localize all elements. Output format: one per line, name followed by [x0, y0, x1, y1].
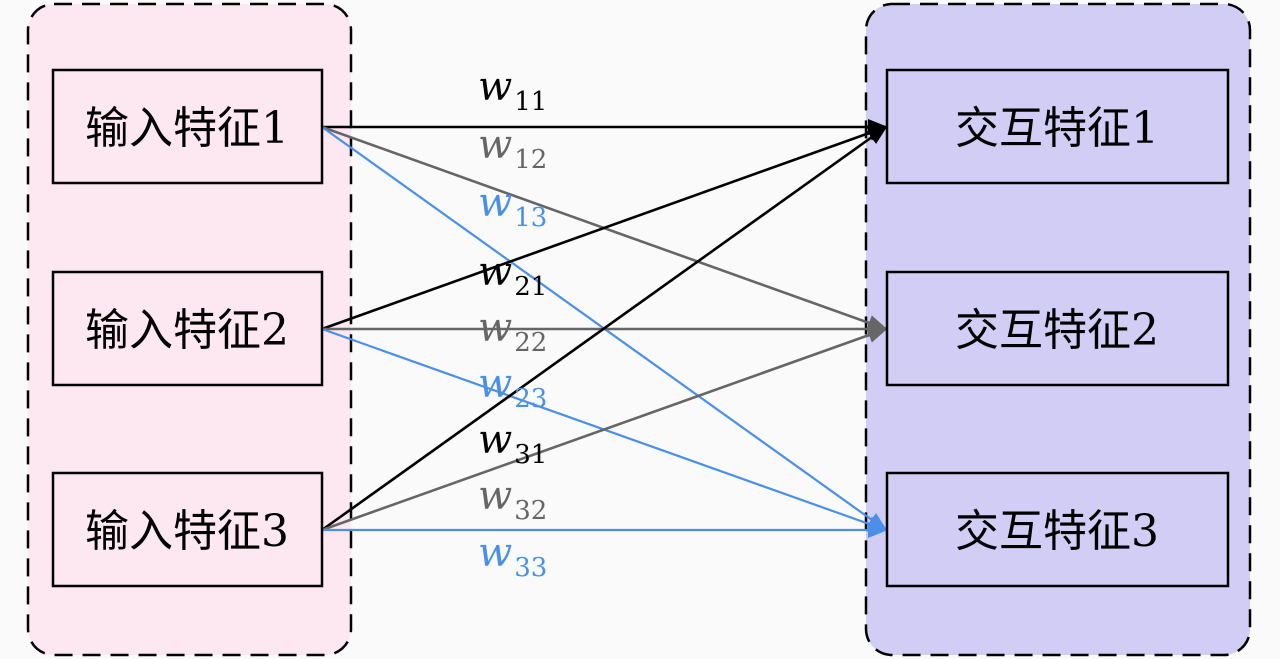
interaction-feature-label: 交互特征3 [955, 506, 1159, 557]
interaction-feature-label: 交互特征2 [955, 305, 1159, 356]
edge-32 [321, 327, 888, 532]
weight-label-31: w31 [478, 417, 547, 470]
input-feature-label: 输入特征1 [85, 103, 289, 154]
weight-label-21: w21 [478, 249, 547, 302]
interaction-feature-node: 交互特征2 [885, 270, 1230, 387]
weight-label-23: w23 [478, 361, 547, 414]
edge-31 [321, 125, 888, 532]
weight-label-13: w13 [478, 180, 547, 233]
input-feature-node: 输入特征3 [51, 471, 324, 588]
weight-label-22: w22 [478, 305, 547, 358]
input-feature-label: 输入特征2 [85, 305, 289, 356]
input-feature-node: 输入特征1 [51, 68, 324, 185]
input-feature-label: 输入特征3 [85, 506, 289, 557]
edge-21 [321, 125, 888, 331]
input-feature-node: 输入特征2 [51, 270, 324, 387]
weight-label-33: w33 [478, 530, 547, 583]
weight-label-32: w32 [478, 473, 547, 526]
weight-label-12: w12 [478, 122, 547, 175]
weight-label-11: w11 [478, 64, 547, 117]
interaction-feature-node: 交互特征3 [885, 471, 1230, 588]
interaction-feature-label: 交互特征1 [955, 103, 1159, 154]
interaction-feature-node: 交互特征1 [885, 68, 1230, 185]
